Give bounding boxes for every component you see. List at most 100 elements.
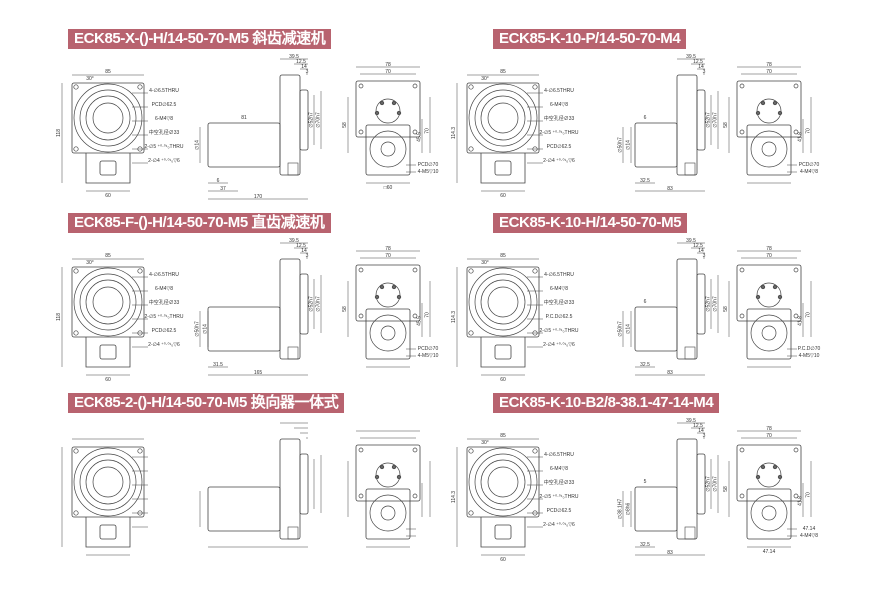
dimension-label: ∅70h7: [316, 112, 322, 128]
mount-hole: [793, 83, 799, 89]
flange-ring: [85, 459, 131, 505]
output-bore: [380, 325, 396, 341]
dimension-label: 14: [698, 64, 704, 70]
dimension-label: 30°: [481, 76, 489, 82]
side-view-output: [299, 89, 309, 151]
mount-hole: [739, 129, 745, 135]
dimension-label: ∅70h7: [316, 296, 322, 312]
flange-ring: [468, 447, 538, 517]
side-view-sensor: [287, 526, 299, 540]
panel-eck85-2: ECK85-2-()-H/14-50-70-M5 换向器一体式: [40, 393, 460, 573]
side-view-output: [299, 453, 309, 515]
dimension-label: 14: [698, 248, 704, 254]
side-view-gearbox: [279, 438, 301, 540]
dimension-label: □60: [384, 185, 393, 191]
flange-ring: [480, 95, 526, 141]
dimension-label: 4-M4▽8: [800, 169, 818, 175]
dimension-label: 14: [301, 64, 307, 70]
output-ring: [750, 130, 788, 168]
dimension-label: 32.5: [640, 542, 650, 548]
mount-hole: [412, 447, 418, 453]
end-view-plate: [736, 80, 802, 138]
dimension-label: 39.5: [686, 418, 696, 424]
dimension-label: 41.8: [798, 132, 804, 142]
bolt-hole: [772, 284, 778, 290]
mount-hole: [468, 146, 474, 152]
side-view-motor: [634, 122, 678, 168]
bolt-hole: [760, 284, 766, 290]
flange-ring: [487, 102, 519, 134]
dimension-label: 中空孔径∅33: [544, 115, 575, 122]
front-view-base: [85, 517, 131, 548]
flange-ring: [474, 453, 532, 511]
dimension-label: ∅70h7: [713, 296, 719, 312]
mount-hole: [73, 84, 79, 90]
flange-ring: [468, 83, 538, 153]
flange-ring: [92, 466, 124, 498]
bolt-hole: [379, 284, 385, 290]
limit-switch: [494, 160, 512, 176]
dimension-label: 70: [806, 492, 812, 498]
bolt-hole: [396, 474, 402, 480]
mount-hole: [412, 83, 418, 89]
front-view-flange: [71, 446, 145, 518]
end-view-flange: [365, 488, 411, 540]
front-view-flange: [466, 82, 540, 154]
dimension-label: ∅38.1H7: [618, 499, 624, 520]
end-view-plate: [355, 264, 421, 322]
end-view-flange: [746, 308, 792, 360]
dimension-label: 2-∅5 ⁺⁰·⁰¹₀THRU: [540, 494, 579, 500]
side-view-output: [696, 89, 706, 151]
mount-hole: [739, 493, 745, 499]
bolt-hole: [755, 110, 761, 116]
dimension-label: 58: [723, 306, 729, 312]
dimension-label: 4-M5▽10: [418, 169, 439, 175]
dimension-label: 31.5: [213, 362, 223, 368]
dimension-label: 37: [220, 186, 226, 192]
dimension-label: 2-∅5 ⁺⁰·⁰¹₀THRU: [145, 314, 184, 320]
dimension-label: 4-M5▽10: [799, 353, 820, 359]
dimension-label: ∅52h7: [706, 112, 712, 128]
dimension-label: ∅52h7: [706, 476, 712, 492]
dimension-label: 32.5: [640, 362, 650, 368]
dimension-label: 5: [644, 479, 647, 485]
mount-hole: [739, 267, 745, 273]
flange-ring: [487, 286, 519, 318]
mount-hole: [739, 83, 745, 89]
front-view-base: [480, 517, 526, 548]
dimension-label: PCD∅62.5: [152, 328, 177, 334]
dimension-label: 中空孔径∅33: [149, 129, 180, 136]
dimension-label: 6-M4▽8: [550, 102, 568, 108]
dimension-label: PCD∅70: [418, 162, 439, 168]
front-view-flange: [71, 266, 145, 338]
dimension-label: 2-∅5 ⁺⁰·⁰¹₀THRU: [540, 130, 579, 136]
dimension-label: 58: [342, 306, 348, 312]
flange-ring: [92, 102, 124, 134]
side-view-gearbox: [676, 258, 698, 360]
output-ring: [750, 494, 788, 532]
side-view-gearbox: [279, 74, 301, 176]
mount-hole: [468, 510, 474, 516]
side-view-sensor: [287, 162, 299, 176]
output-ring: [369, 314, 407, 352]
side-view-sensor: [287, 346, 299, 360]
mount-hole: [358, 313, 364, 319]
dimension-label: ∅70h7: [713, 112, 719, 128]
dimension-label: 58: [723, 122, 729, 128]
input-shaft: [375, 462, 401, 488]
panel-title: ECK85-2-()-H/14-50-70-M5 换向器一体式: [68, 393, 345, 413]
output-bore: [761, 141, 777, 157]
dimension-label: 85: [500, 69, 506, 75]
dimension-label: 6: [644, 299, 647, 305]
dimension-label: 12.5: [693, 59, 703, 65]
drawing: 8530°114.3604-∅6.5THRU6-M4▽8中空孔径∅332-∅5 …: [451, 418, 818, 563]
front-view-flange: [466, 446, 540, 518]
dimension-label: 4-∅6.5THRU: [544, 88, 574, 94]
dimension-label: 4-∅6.5THRU: [544, 452, 574, 458]
bolt-hole: [391, 100, 397, 106]
side-view-output: [696, 453, 706, 515]
output-bore: [380, 505, 396, 521]
end-view-flange: [746, 124, 792, 176]
